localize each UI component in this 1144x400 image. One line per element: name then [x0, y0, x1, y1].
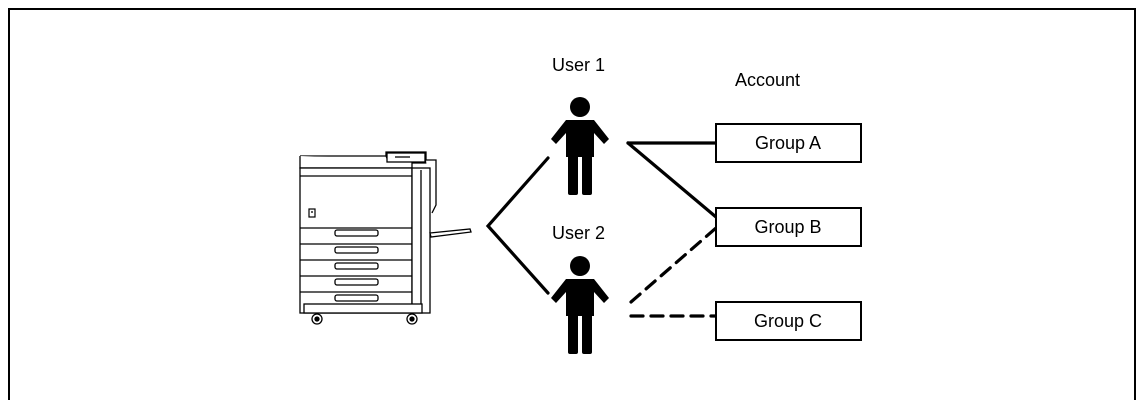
diagram-frame	[8, 8, 1136, 400]
group-a-box: Group A	[715, 123, 862, 163]
group-c-label: Group C	[754, 311, 822, 331]
user-2: User 2	[551, 223, 609, 354]
user-1: User 1	[551, 55, 609, 195]
group-a-label: Group A	[755, 133, 821, 153]
account-heading: Account	[735, 70, 800, 90]
printer-to-users-link	[485, 156, 550, 295]
person-icon	[551, 256, 609, 354]
group-c-box: Group C	[715, 301, 862, 341]
group-b-label: Group B	[754, 217, 821, 237]
person-icon	[551, 97, 609, 195]
user-1-label: User 1	[552, 55, 605, 75]
link-user2-group-b	[629, 226, 718, 304]
group-b-box: Group B	[715, 207, 862, 247]
user-2-label: User 2	[552, 223, 605, 243]
link-user1-group-b	[626, 141, 718, 219]
multifunction-printer-icon	[299, 151, 472, 325]
account-diagram: User 1 User 2 Account Group A Group B Gr…	[299, 55, 862, 354]
connection-lines	[485, 141, 718, 318]
